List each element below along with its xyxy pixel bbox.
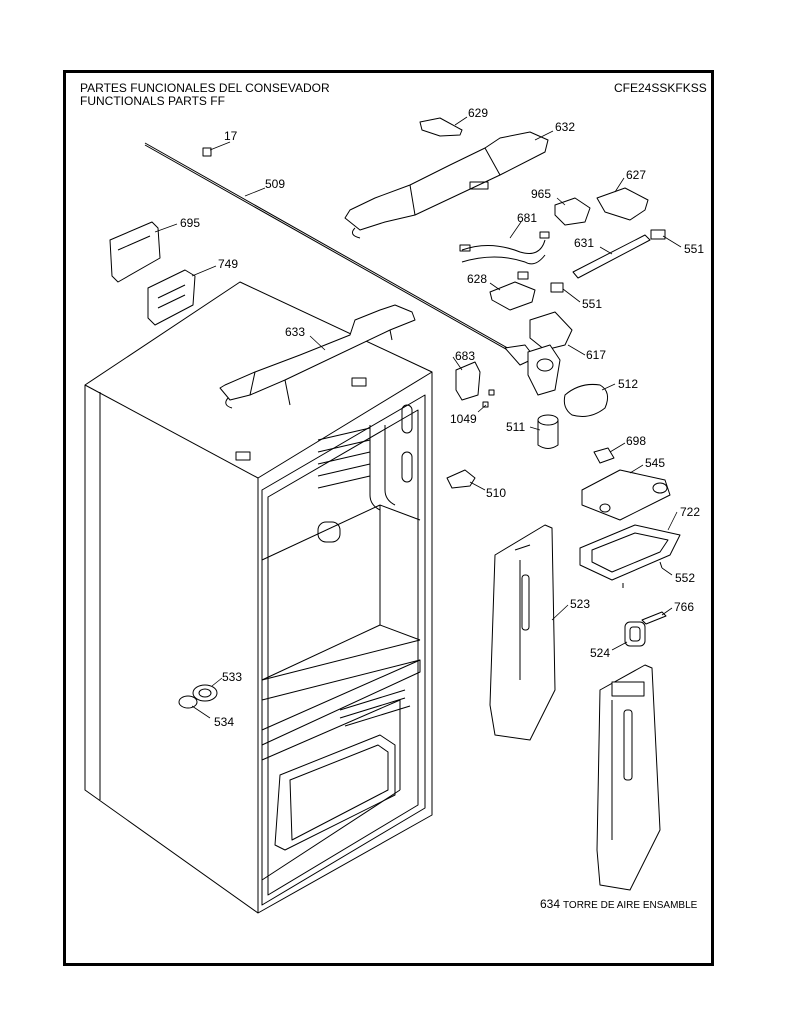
part-545-housing <box>581 469 671 521</box>
label-part-749: 749 <box>218 257 238 271</box>
part-617-fan-housing <box>527 311 573 396</box>
part-749-cover <box>147 269 196 326</box>
part-17-screw <box>202 147 212 157</box>
label-part-628: 628 <box>467 272 487 286</box>
fridge-cabinet <box>84 281 433 914</box>
part-681-harness <box>459 231 550 280</box>
part-766 <box>641 611 667 625</box>
part-524-ring <box>624 621 646 647</box>
label-part-534: 534 <box>214 715 234 729</box>
model-number: CFE24SSKFKSS <box>614 81 707 95</box>
label-part-509: 509 <box>265 177 285 191</box>
label-part-695: 695 <box>180 216 200 230</box>
part-695-panel <box>109 221 161 283</box>
label-part-681: 681 <box>517 211 537 225</box>
label-part-545: 545 <box>645 456 665 470</box>
part-509-rod <box>144 142 521 356</box>
label-part-551-a: 551 <box>684 242 704 256</box>
label-part-523: 523 <box>570 597 590 611</box>
label-part-632: 632 <box>555 120 575 134</box>
part-629 <box>419 117 463 137</box>
label-part-512: 512 <box>618 377 638 391</box>
label-part-722: 722 <box>680 505 700 519</box>
label-part-533: 533 <box>222 670 242 684</box>
label-part-617: 617 <box>586 348 606 362</box>
label-part-634-description: TORRE DE AIRE ENSAMBLE <box>563 900 698 911</box>
part-551-clip-b <box>550 282 564 293</box>
label-part-510: 510 <box>486 486 506 500</box>
part-523-duct <box>489 524 556 741</box>
part-511-fan-motor <box>537 414 559 449</box>
label-part-683: 683 <box>455 349 475 363</box>
label-part-627: 627 <box>626 168 646 182</box>
part-510 <box>446 469 476 489</box>
label-part-766: 766 <box>674 600 694 614</box>
label-part-524: 524 <box>590 646 610 660</box>
part-634-air-tower <box>596 664 661 891</box>
label-part-551-b: 551 <box>582 297 602 311</box>
label-part-965: 965 <box>531 187 551 201</box>
part-683 <box>455 361 481 401</box>
label-part-629: 629 <box>468 106 488 120</box>
label-part-698: 698 <box>626 434 646 448</box>
label-part-634: 634 <box>540 897 560 911</box>
part-534-cap <box>178 695 198 709</box>
part-627 <box>596 187 649 221</box>
part-698 <box>593 447 615 464</box>
part-722-frame <box>579 524 681 581</box>
diagram-title-spanish: PARTES FUNCIONALES DEL CONSEVADOR <box>80 81 330 95</box>
part-533-grommet <box>192 684 218 702</box>
label-part-511: 511 <box>506 420 525 434</box>
leader-lines <box>154 116 682 719</box>
part-965-board <box>554 197 591 226</box>
part-551-clip-a <box>650 229 666 240</box>
part-633-bracket <box>219 304 416 409</box>
label-part-17: 17 <box>224 129 238 143</box>
diagram-title-english: FUNCTIONALS PARTS FF <box>80 94 225 108</box>
part-1049-screw <box>488 389 495 396</box>
part-632-bracket <box>344 131 549 239</box>
label-part-552: 552 <box>675 571 695 585</box>
label-part-1049: 1049 <box>450 412 477 426</box>
diagram-frame <box>63 70 714 966</box>
part-631-strip <box>572 234 651 279</box>
label-part-633: 633 <box>285 325 305 339</box>
label-part-631: 631 <box>574 236 594 250</box>
part-628 <box>489 281 536 311</box>
part-512-cover <box>563 384 609 417</box>
part-552 <box>659 561 663 569</box>
